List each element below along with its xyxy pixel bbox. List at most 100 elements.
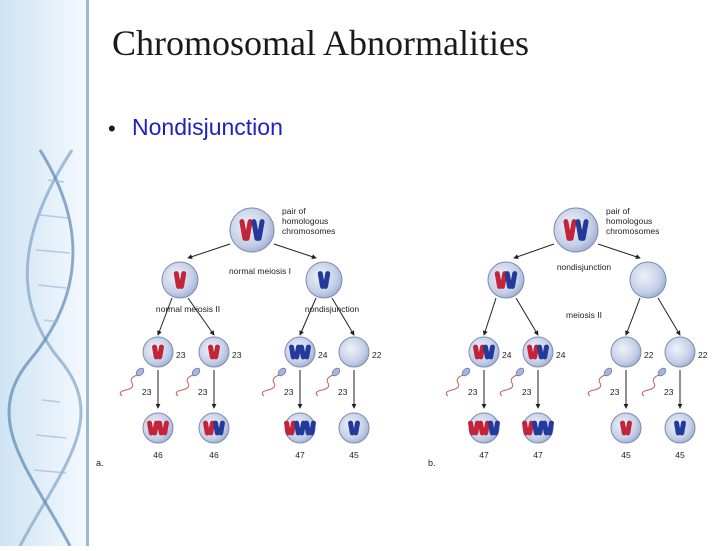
chromatid [213,344,220,360]
panel-label: a. [96,458,104,468]
gamete-count: 24 [556,350,566,360]
top-label: pair of [606,206,630,216]
gamete-count: 22 [372,350,382,360]
chromatid [494,271,503,289]
cell [610,412,642,444]
chromatid [218,420,225,436]
chromatid [157,344,164,360]
arrow [482,297,497,336]
arrow [157,297,173,336]
chromatid [674,420,681,436]
chromatid [488,420,495,436]
chromatid [527,344,534,360]
bullet-dot: • [108,116,116,141]
chromatid [478,420,485,436]
chromatid [542,344,549,360]
chromatid [493,420,500,436]
cell [305,261,343,299]
gamete-count: 24 [502,350,512,360]
chromatid [152,344,159,360]
sperm-tail [175,374,194,397]
chromatid [208,344,215,360]
chromatid [294,420,301,436]
cell [142,336,174,368]
sperm-tail [587,374,606,397]
sperm-count: 23 [198,387,208,397]
chromatid [568,219,577,241]
meiosis2-label-right: nondisjunction [305,304,360,314]
chromatid [542,420,549,436]
chromatid [173,271,182,289]
sperm-count: 23 [284,387,294,397]
chromatid [317,271,326,289]
sperm-tail [119,374,138,397]
chromatid [162,420,169,436]
chromatid [532,420,539,436]
chromatid [348,420,355,436]
arrow [625,297,641,336]
chromatid [284,420,291,436]
top-label: chromosomes [606,226,659,236]
zygote-count: 47 [533,450,543,460]
cell [161,261,199,299]
chromatid [468,420,475,436]
sperm-count: 23 [338,387,348,397]
chromatid [289,344,296,360]
sperm-count: 23 [522,387,532,397]
sidebar-divider [86,0,89,546]
gamete-count: 23 [176,350,186,360]
chromatid [620,420,627,436]
chromatid [299,344,306,360]
sperm-count: 23 [610,387,620,397]
chromatid [203,420,210,436]
cell [629,261,667,299]
gamete-count: 23 [232,350,242,360]
zygote-count: 45 [621,450,631,460]
sperm-tail [315,374,334,397]
cell [610,336,642,368]
arrow [331,297,355,336]
meiosis1-label: nondisjunction [557,262,612,272]
sperm-count: 23 [142,387,152,397]
sperm-count: 23 [664,387,674,397]
sperm-count: 23 [468,387,478,397]
gamete-count: 22 [698,350,708,360]
top-label: chromosomes [282,226,335,236]
cell [553,207,599,253]
chromatid [256,219,265,241]
zygote-count: 47 [479,450,489,460]
arrow [187,297,215,336]
arrow [597,243,641,260]
arrow [657,297,681,336]
zygote-count: 47 [295,450,305,460]
chromatid [178,271,187,289]
chromatid [309,420,316,436]
gamete-count: 24 [318,350,328,360]
sperm-tail [499,374,518,397]
panel-label: b. [428,458,436,468]
sperm-tail [261,374,280,397]
cell [198,336,230,368]
chromatid [625,420,632,436]
chromatid [522,420,529,436]
meiosis1-label: normal meiosis I [229,266,291,276]
arrow [187,243,231,260]
chromatid [537,344,544,360]
chromatid [483,344,490,360]
top-label: homologous [282,216,328,226]
chromatid [504,271,513,289]
slide-title: Chromosomal Abnormalities [112,23,529,63]
chromatid [547,420,554,436]
zygote-count: 45 [349,450,359,460]
arrow [299,297,317,336]
chromatid [322,271,331,289]
cell [664,412,696,444]
chromatid [157,420,164,436]
arrow [513,243,555,259]
zygote-count: 45 [675,450,685,460]
chromatid [304,344,311,360]
chromatid [213,420,220,436]
cell [338,412,370,444]
dna-helix-icon [7,149,83,547]
